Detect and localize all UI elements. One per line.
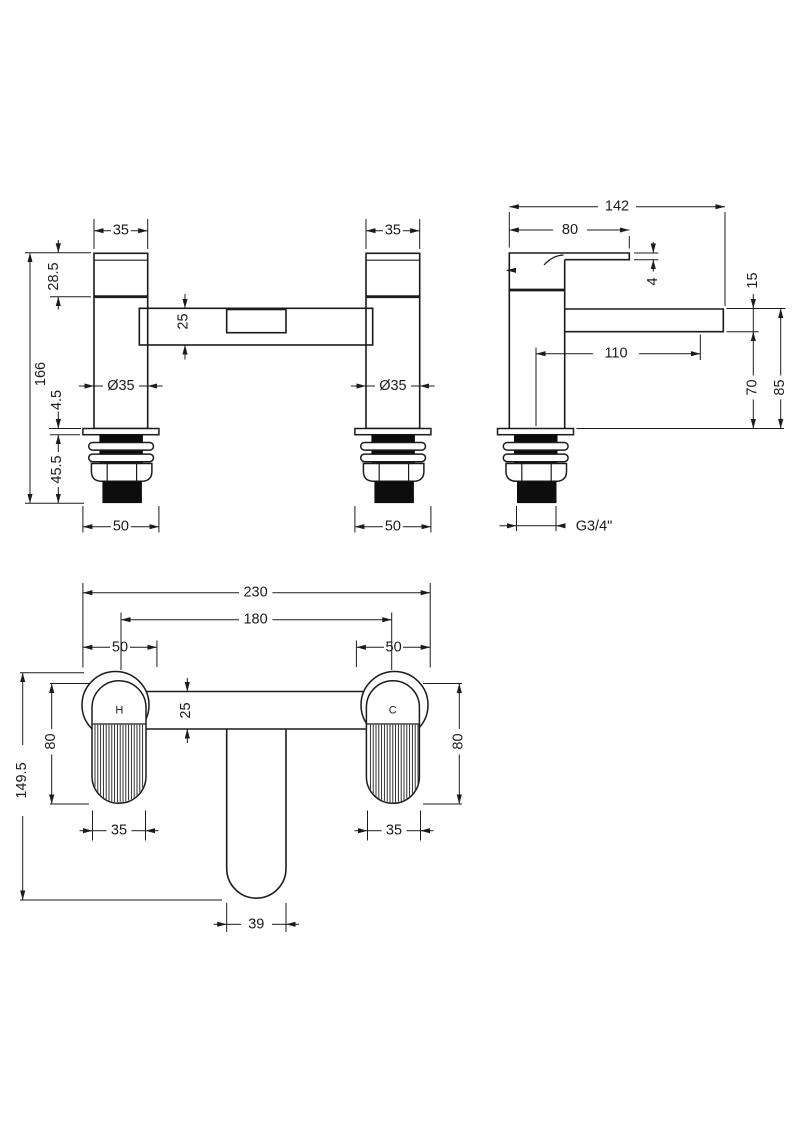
handle-hot: H: [81, 670, 150, 805]
dim-edge-to-centre-left: 50: [82, 639, 158, 667]
dim-spout-height: 15: [726, 272, 786, 333]
dim-pillar-width-left: 35: [93, 219, 149, 249]
dim-handle-length-right: 80: [423, 683, 467, 805]
dim-text: 15: [745, 272, 761, 288]
dim-crossbar-height: 25: [176, 294, 192, 360]
dim-flange-width-right: 50: [354, 506, 432, 535]
dim-handle-width-left: 35: [79, 810, 159, 841]
dim-text: 230: [243, 585, 267, 601]
dim-text: 180: [243, 612, 267, 628]
dim-body-diameter-right: Ø35: [351, 378, 435, 394]
dim-thread-size: G3/4": [499, 506, 613, 534]
dim-text: 80: [562, 222, 578, 238]
side-view-drawing: 142 80 4 15 70: [496, 199, 788, 534]
dim-handle-width-right: 35: [354, 810, 434, 841]
dim-overall-height: 166: [25, 252, 84, 504]
dim-text: 50: [112, 639, 128, 655]
dim-text: 39: [248, 916, 264, 932]
dim-handle-height: 28.5: [25, 240, 91, 310]
dim-body-diameter-left: Ø35: [79, 378, 163, 394]
dim-text: 110: [604, 346, 627, 362]
dim-spout-reach: 110: [535, 334, 701, 426]
dim-text: 50: [386, 639, 402, 655]
dim-tap-hole-centres: 180: [120, 612, 393, 670]
dim-text: 50: [113, 519, 129, 535]
front-view-drawing: 35 35 28.5 166 25: [25, 219, 435, 535]
thread-size-label: G3/4": [576, 518, 613, 534]
dim-text: 4: [645, 277, 661, 285]
dim-text: 45.5: [49, 455, 65, 483]
dim-text: 35: [111, 823, 127, 839]
dim-text: 35: [386, 823, 402, 839]
dim-text: Ø35: [379, 378, 406, 394]
dim-text: 142: [605, 199, 629, 215]
threaded-tail-right: [354, 427, 432, 504]
dim-tail-length: 45.5: [49, 434, 65, 504]
dim-spout-width: 39: [213, 903, 299, 932]
crossbar: [138, 307, 374, 346]
body-lever-outline: [508, 252, 631, 429]
dim-text: 4.5: [49, 390, 65, 410]
spout-side-outline: [564, 308, 725, 333]
dim-text: 70: [745, 379, 761, 395]
dim-text: 149.5: [14, 762, 30, 798]
dim-flange-height: 4.5: [49, 390, 81, 436]
dim-text: 166: [33, 362, 49, 386]
threaded-tail-left: [82, 427, 160, 504]
spout-front-outline: [225, 308, 287, 334]
dim-text: 80: [43, 733, 59, 749]
threaded-tail-side: [496, 427, 575, 504]
dim-text: 25: [176, 313, 192, 329]
spout-plan-outline: [225, 729, 287, 899]
dim-text: Ø35: [107, 378, 134, 394]
dim-pillar-width-right: 35: [365, 219, 421, 249]
plan-view-drawing: H C 230 180 50: [14, 583, 467, 932]
dim-flange-width-left: 50: [82, 506, 160, 535]
dim-height-to-spout-top: 85: [772, 308, 788, 429]
handle-cold: C: [360, 670, 429, 805]
dim-handle-reach: 80: [509, 222, 630, 249]
hot-indicator: H: [115, 705, 123, 717]
dim-text: 35: [385, 223, 401, 239]
dim-text: 85: [772, 379, 788, 395]
dim-text: 50: [385, 519, 401, 535]
dim-text: 80: [451, 733, 467, 749]
dim-height-to-spout-underside: 70: [745, 331, 761, 429]
dim-crossbar-width-plan: 25: [178, 678, 194, 743]
lever-fillet: [543, 254, 564, 266]
pillar-right: [365, 252, 421, 430]
dim-handle-length-left: 80: [43, 683, 89, 805]
handle-body-hot: [91, 679, 147, 805]
dim-text: 25: [178, 702, 194, 718]
dim-lever-thickness: 4: [634, 242, 661, 286]
dim-text: 35: [113, 223, 129, 239]
cold-indicator: C: [389, 705, 397, 717]
dim-text: 28.5: [46, 262, 62, 290]
dim-edge-to-centre-right: 50: [355, 639, 431, 667]
dim-overall-width: 230: [82, 583, 431, 668]
dim-overall-projection: 149.5: [14, 672, 222, 901]
